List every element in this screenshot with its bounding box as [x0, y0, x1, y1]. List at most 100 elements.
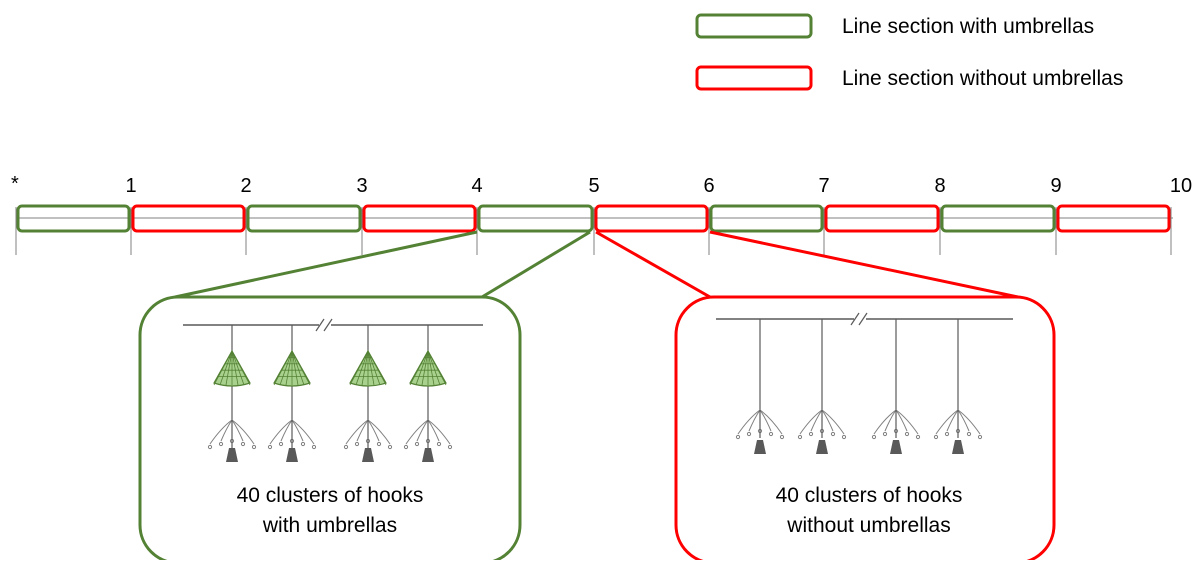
scale-tick-label: 3: [356, 175, 367, 197]
hook-icon: [841, 434, 847, 440]
snood-line: [821, 409, 834, 432]
hook-icon: [768, 431, 774, 437]
hook-icon: [735, 434, 741, 440]
zoom-connectors: [174, 230, 1019, 299]
connector-red-right: [709, 230, 1019, 299]
hook-icon: [746, 431, 752, 437]
weight-icon: [890, 440, 902, 454]
line-break-mark: [315, 318, 325, 332]
hook-icon: [251, 444, 257, 450]
snood-line: [345, 419, 369, 445]
snood-line: [427, 419, 451, 445]
line-break-gap: [854, 315, 866, 323]
hook-icon: [915, 434, 921, 440]
snood-line: [269, 419, 293, 445]
line-section-with-umbrellas: [709, 204, 824, 233]
hook-icon: [300, 441, 306, 447]
weight-icon: [754, 440, 766, 454]
line-break-gap: [319, 321, 331, 329]
hook-icon: [447, 444, 453, 450]
line-section-without-umbrellas: [824, 204, 940, 233]
scale-tick-label: 5: [588, 175, 599, 197]
panel-without-umbrellas: 40 clusters of hooks without umbrellas: [674, 295, 1056, 565]
hook-icon: [830, 431, 836, 437]
hook-icon: [387, 444, 393, 450]
line-break-mark: [858, 312, 868, 326]
panel-with-caption-line2: with umbrellas: [262, 514, 397, 537]
snood-line: [821, 409, 845, 435]
weight-icon: [286, 448, 298, 462]
snood-line: [367, 419, 380, 442]
hook-icon: [966, 431, 972, 437]
connector-green-left: [174, 230, 478, 299]
hook-icon: [808, 431, 814, 437]
snood-line: [416, 419, 429, 442]
panel-without-caption-line1: 40 clusters of hooks: [776, 484, 963, 507]
line-section-with-umbrellas: [16, 204, 131, 233]
weight-icon: [952, 440, 964, 454]
legend-label-without-umbrellas: Line section without umbrellas: [842, 67, 1123, 90]
hook-icon: [797, 434, 803, 440]
snood-line: [759, 409, 783, 435]
panel-with-caption-line1: 40 clusters of hooks: [237, 484, 424, 507]
legend: Line section with umbrellas Line section…: [695, 13, 1123, 91]
scale-tick-label: 9: [1050, 175, 1061, 197]
hook-icon: [933, 434, 939, 440]
snood-line: [799, 409, 823, 435]
line-section-without-umbrellas: [1056, 204, 1171, 233]
line-section-without-umbrellas: [131, 204, 246, 233]
line-section-without-umbrellas: [362, 204, 477, 233]
panel-with-umbrellas: 40 clusters of hooks with umbrellas: [138, 295, 522, 565]
umbrella-icon: [213, 349, 251, 387]
scale-tick-label: 7: [818, 175, 829, 197]
snood-line: [367, 419, 391, 445]
scale-tick-label: 10: [1170, 175, 1192, 197]
panel-without-caption-line2: without umbrellas: [786, 514, 950, 537]
legend-swatch-with-umbrellas: [695, 13, 813, 39]
weight-icon: [816, 440, 828, 454]
snood-line: [895, 409, 919, 435]
snood-line: [427, 419, 440, 442]
weight-icon: [362, 448, 374, 462]
legend-label-with-umbrellas: Line section with umbrellas: [842, 15, 1094, 38]
hook-icon: [436, 441, 442, 447]
snood-line: [759, 409, 772, 432]
line-section-without-umbrellas: [594, 204, 709, 233]
hook-icon: [904, 431, 910, 437]
snood-line: [291, 419, 315, 445]
line-break-mark: [850, 312, 860, 326]
hook-icon: [376, 441, 382, 447]
snood-line: [957, 409, 981, 435]
hook-icon: [414, 441, 420, 447]
main-line: [15, 204, 1173, 255]
legend-swatch-without-umbrellas: [695, 65, 813, 91]
umbrella-icon: [273, 349, 311, 387]
hook-icon: [218, 441, 224, 447]
snood-line: [946, 409, 959, 432]
snood-line: [810, 409, 823, 432]
scale-tick-label: 8: [934, 175, 945, 197]
hook-icon: [311, 444, 317, 450]
umbrella-icon: [349, 349, 387, 387]
hook-icon: [977, 434, 983, 440]
line-break-mark: [323, 318, 333, 332]
hook-icon: [343, 444, 349, 450]
snood-line: [884, 409, 897, 432]
snood-line: [405, 419, 429, 445]
hook-icon: [354, 441, 360, 447]
umbrella-icon: [409, 349, 447, 387]
scale-tick-label: 1: [125, 175, 136, 197]
hook-icon: [871, 434, 877, 440]
hook-icon: [267, 444, 273, 450]
scale-tick-label: 4: [471, 175, 482, 197]
hook-icon: [240, 441, 246, 447]
snood-line: [231, 419, 244, 442]
snood-line: [280, 419, 293, 442]
snood-line: [873, 409, 897, 435]
line-section-with-umbrellas: [940, 204, 1056, 233]
snood-line: [231, 419, 255, 445]
hook-icon: [207, 444, 213, 450]
weight-icon: [226, 448, 238, 462]
